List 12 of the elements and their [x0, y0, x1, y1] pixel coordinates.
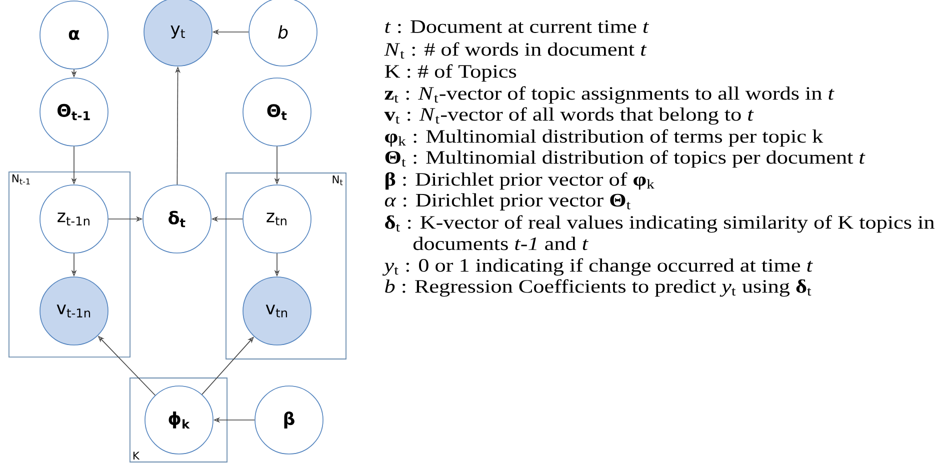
legend-entry: K : # of Topics — [384, 64, 516, 82]
legend-entry: b : Regression Coefficients to predict y$_{t}$ using δ$_{t}$ — [385, 279, 812, 297]
legend-entry: v$_{t}$ : N$_{t}$-vector of all words that belong to t — [384, 107, 754, 125]
legend-entry: φ$_{k}$ : Multinomial distribution of terms per topic k — [385, 129, 824, 147]
legend-entry: α : Dirichlet prior vector Θ$_{t}$ — [384, 193, 631, 210]
legend-entry: N$_{t}$ : # of words in document t — [384, 42, 647, 59]
arrow — [202, 336, 254, 395]
legend-entry: β : Dirichlet prior vector of φ$_{k}$ — [386, 172, 654, 190]
legend-entry: y$_{t}$ : 0 or 1 indicating if change occurred at time t — [382, 258, 813, 276]
legend-entry: Θ$_{t}$ : Multinomial distribution of topics per document t — [385, 150, 866, 168]
legend-entry: t : Document at current time t — [385, 20, 650, 34]
legend-entry: z$_{t}$ : N$_{t}$-vector of topic assignments to all words in t — [384, 86, 834, 104]
